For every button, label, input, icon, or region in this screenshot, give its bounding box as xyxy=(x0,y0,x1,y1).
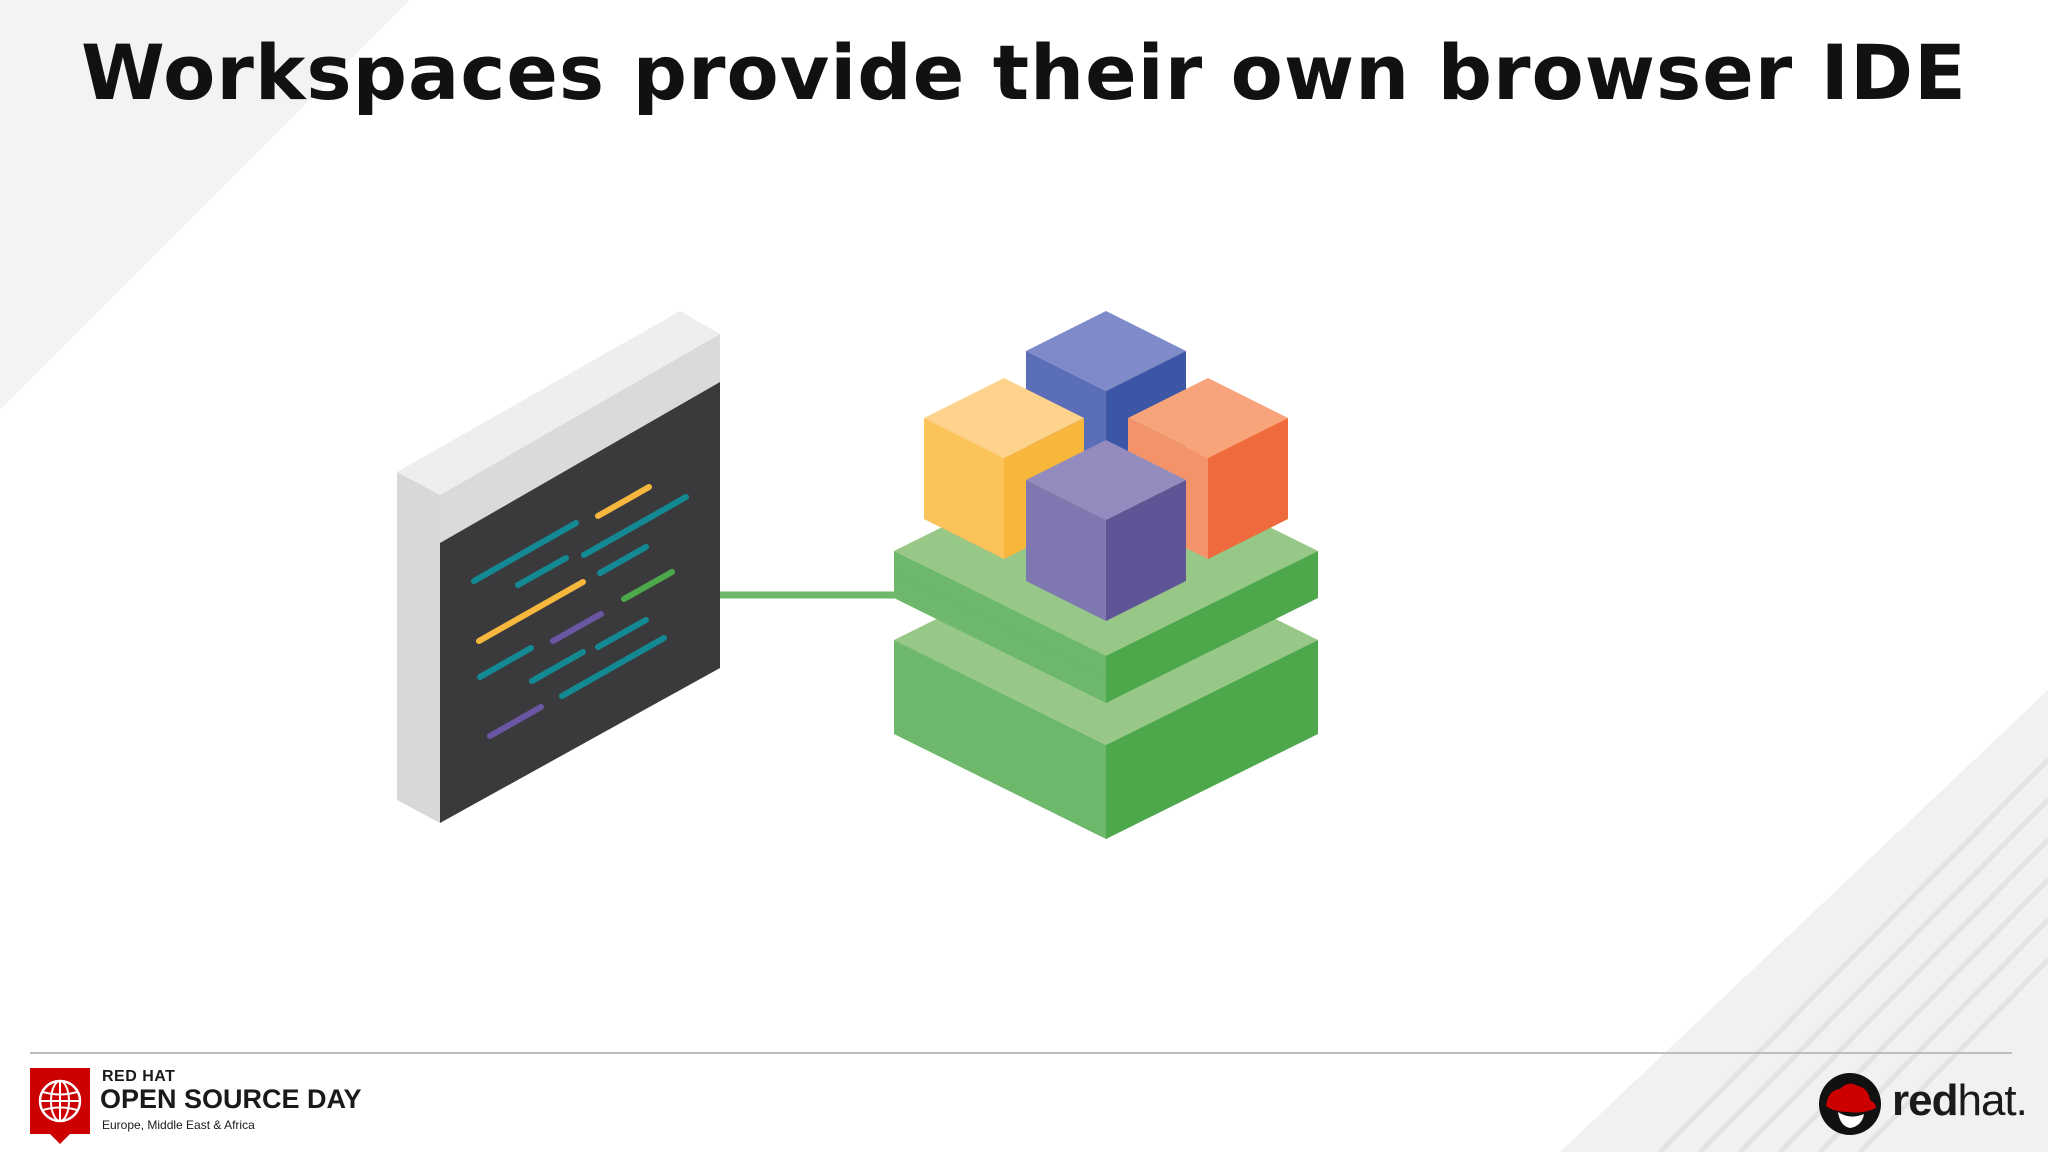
footer-divider xyxy=(30,1052,2012,1054)
brand-logo: redhat. xyxy=(1818,1066,2028,1138)
brand-wordmark: redhat. xyxy=(1892,1076,2028,1126)
slide-title: Workspaces provide their own browser IDE xyxy=(81,28,1967,117)
container-stack-icon xyxy=(894,311,1318,839)
brand-word-bold: red xyxy=(1892,1076,1958,1125)
code-editor-icon xyxy=(397,311,720,823)
globe-icon xyxy=(30,1068,90,1144)
event-logo: RED HAT OPEN SOURCE DAY Europe, Middle E… xyxy=(28,1064,368,1144)
cube-purple xyxy=(1026,440,1186,621)
event-region: Europe, Middle East & Africa xyxy=(102,1118,255,1132)
brand-word-light: hat. xyxy=(1957,1076,2027,1125)
shadowman-icon xyxy=(1819,1073,1881,1135)
event-name-line2: OPEN SOURCE DAY xyxy=(100,1084,362,1114)
event-name-line1: RED HAT xyxy=(102,1068,176,1085)
